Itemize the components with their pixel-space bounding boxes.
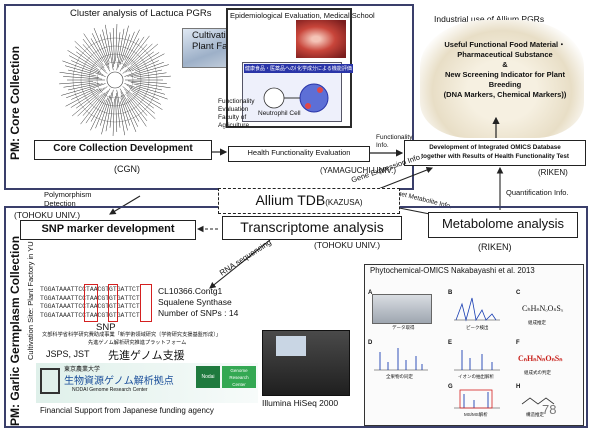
health-functionality-box [228, 146, 370, 162]
phyto-letter-f: F [516, 340, 520, 346]
snp-marker-box [20, 220, 196, 240]
illumina-screen [276, 336, 306, 356]
garlic-image [420, 20, 584, 138]
health-functionality-label: Health Functionality Evaluation [247, 148, 351, 157]
lcms-instrument-image [372, 294, 432, 324]
illumina-label: Illumina HiSeq 2000 [262, 398, 339, 408]
jp-tag-right: 化学成分による機能評価 [296, 64, 353, 73]
snp-alignment: TGGATAAATTCCTAACGTGTGATTCT TGGATAAATTCCT… [40, 286, 140, 319]
jp-tag-left: 健康食品・医薬品への機能成分 [244, 64, 317, 73]
page-number: 78 [542, 402, 557, 417]
phyto-caption-a: データ取得 [392, 325, 415, 330]
snp-highlight-3 [140, 284, 152, 322]
tohoku-top-label: (TOHOKU UNIV.) [14, 210, 81, 220]
yamaguchi-label: (YAMAGUCHI UNIV.) [320, 166, 397, 175]
phyto-letter-e: E [448, 340, 453, 346]
metabolome-box [428, 212, 578, 238]
msms-plot [454, 389, 500, 409]
funding-jp-big: 先進ゲノム支援 [108, 350, 185, 362]
core-collection-label: Core Collection Development [53, 143, 193, 154]
integrated-omics-box [404, 140, 586, 166]
phyto-letter-a: A [368, 290, 373, 296]
industrial-text: Useful Functional Food Material・ Pharmac… [443, 40, 567, 99]
allium-tdb-label: Allium TDB(KAZUSA) [255, 192, 363, 208]
riken-bottom-label: (RIKEN) [478, 242, 512, 252]
formula-2: CₙHₙNₙOₙSₙ [518, 354, 563, 363]
transcriptome-label: Transcriptome analysis [240, 219, 384, 235]
cluster-dendrogram [59, 24, 171, 136]
formula-1: CₕHₙNₒOₛSₓ [522, 304, 564, 313]
phyto-caption-e: イオンの抽出解析 [458, 374, 494, 379]
garlic-germplasm-side-sub: Cultivation Site: Plant Factory in YU [26, 241, 35, 360]
neutrophil-label: Neutrophil Cell [258, 110, 301, 117]
phyto-caption-h: 構造推定 [526, 412, 544, 417]
phyto-caption-c: 組成推定 [528, 320, 546, 325]
nodai-logo [40, 368, 60, 394]
nodai-band [36, 363, 258, 403]
phyto-letter-d: D [368, 340, 373, 346]
phyto-caption-b: ピーク検出 [466, 325, 489, 330]
garlic-germplasm-side-label: PM: Garlic Germplasm Collection [8, 235, 22, 426]
funding-support-label: Financial Support from Japanese funding … [40, 406, 214, 415]
phyto-title: Phytochemical-OMICS Nakabayashi et al. 2… [370, 266, 535, 275]
phyto-letter-c: C [516, 290, 521, 296]
tohoku-mid-label: (TOHOKU UNIV.) [314, 240, 381, 250]
blood-vessel-image [296, 20, 346, 58]
cgn-label: (CGN) [114, 164, 140, 174]
phyto-caption-d: 全果物の同定 [386, 374, 413, 379]
quantification-label: Quantification Info. [506, 188, 569, 197]
snp-highlight-1 [84, 284, 98, 322]
polymorphism-label: Polymorphism Detection [44, 190, 92, 208]
phyto-caption-g: MS/MS解析 [464, 412, 488, 417]
peak-detection-plot [454, 297, 500, 322]
industrial-title: Industrial use of Allium PGRs [434, 14, 545, 24]
structure-plot [521, 397, 555, 405]
center-en-label: NODAI Genome Research Center [72, 387, 148, 393]
funding-jp-line2: 先進ゲノム解析研究推進プラットフォーム [88, 340, 187, 346]
integrated-omics-label: Development of Integrated OMICS Database… [421, 144, 569, 160]
snp-info: CL10366.Contg1 Squalene Synthase Number … [158, 286, 239, 318]
functionality-evaluation-label: Functionality Evaluation Faculty of Agri… [218, 98, 255, 129]
cluster-title: Cluster analysis of Lactuca PGRs [70, 8, 212, 19]
integrated-riken-label: (RIKEN) [538, 168, 568, 177]
allium-tdb-box [218, 188, 400, 214]
metabolome-label: Metabolome analysis [441, 216, 565, 231]
snp-highlight-2 [108, 284, 118, 322]
transcriptome-box [222, 216, 402, 240]
snp-label: SNP [96, 322, 116, 333]
ion-extraction-plot [454, 350, 500, 371]
functionality-info-label: Functionality Info. [376, 134, 413, 149]
snp-marker-label: SNP marker development [41, 223, 175, 235]
core-collection-panel [4, 4, 414, 190]
spectra-plot [374, 348, 428, 371]
phyto-caption-f: 組成式の判定 [524, 370, 551, 375]
phyto-letter-h: H [516, 384, 521, 390]
funding-jp-line1: 文部科学省科学研究費助成事業「新学術領域研究〔学術研究支援基盤形成〕」 [42, 332, 221, 338]
phyto-letter-b: B [448, 290, 453, 296]
grc-badge: Genome Research Center [222, 366, 256, 388]
nodai-badge: Nodai [196, 366, 220, 388]
neutrophil-diagram [263, 83, 329, 113]
core-collection-box [34, 140, 212, 160]
epidemiology-title: Epidemiological Evaluation, Medical Scho… [230, 11, 375, 20]
phyto-letter-g: G [448, 384, 453, 390]
jsps-label: JSPS, JST [46, 349, 90, 359]
univ-jp-label: 東京農業大学 [64, 367, 101, 373]
center-jp-label: 生物資源ゲノム解析拠点 [64, 376, 174, 387]
